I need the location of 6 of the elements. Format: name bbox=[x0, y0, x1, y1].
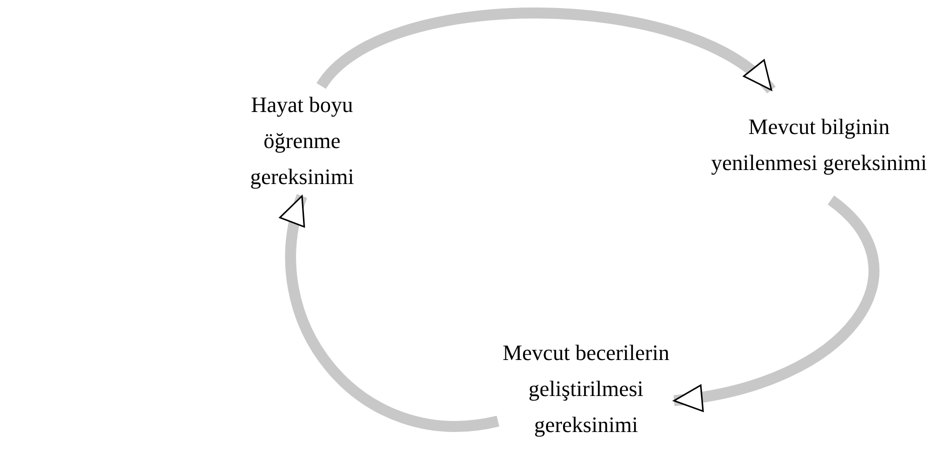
curved-arrow bbox=[673, 196, 879, 410]
node-label: Mevcut becerilerin geliştirilmesi gereksinimi bbox=[502, 339, 670, 439]
curved-arrow bbox=[317, 8, 776, 94]
curved-arrow bbox=[281, 194, 499, 432]
node-label: Hayat boyu öğrenme gereksinimi bbox=[249, 91, 355, 191]
node-label: Mevcut bilginin yenilenmesi gereksinimi bbox=[710, 113, 928, 177]
